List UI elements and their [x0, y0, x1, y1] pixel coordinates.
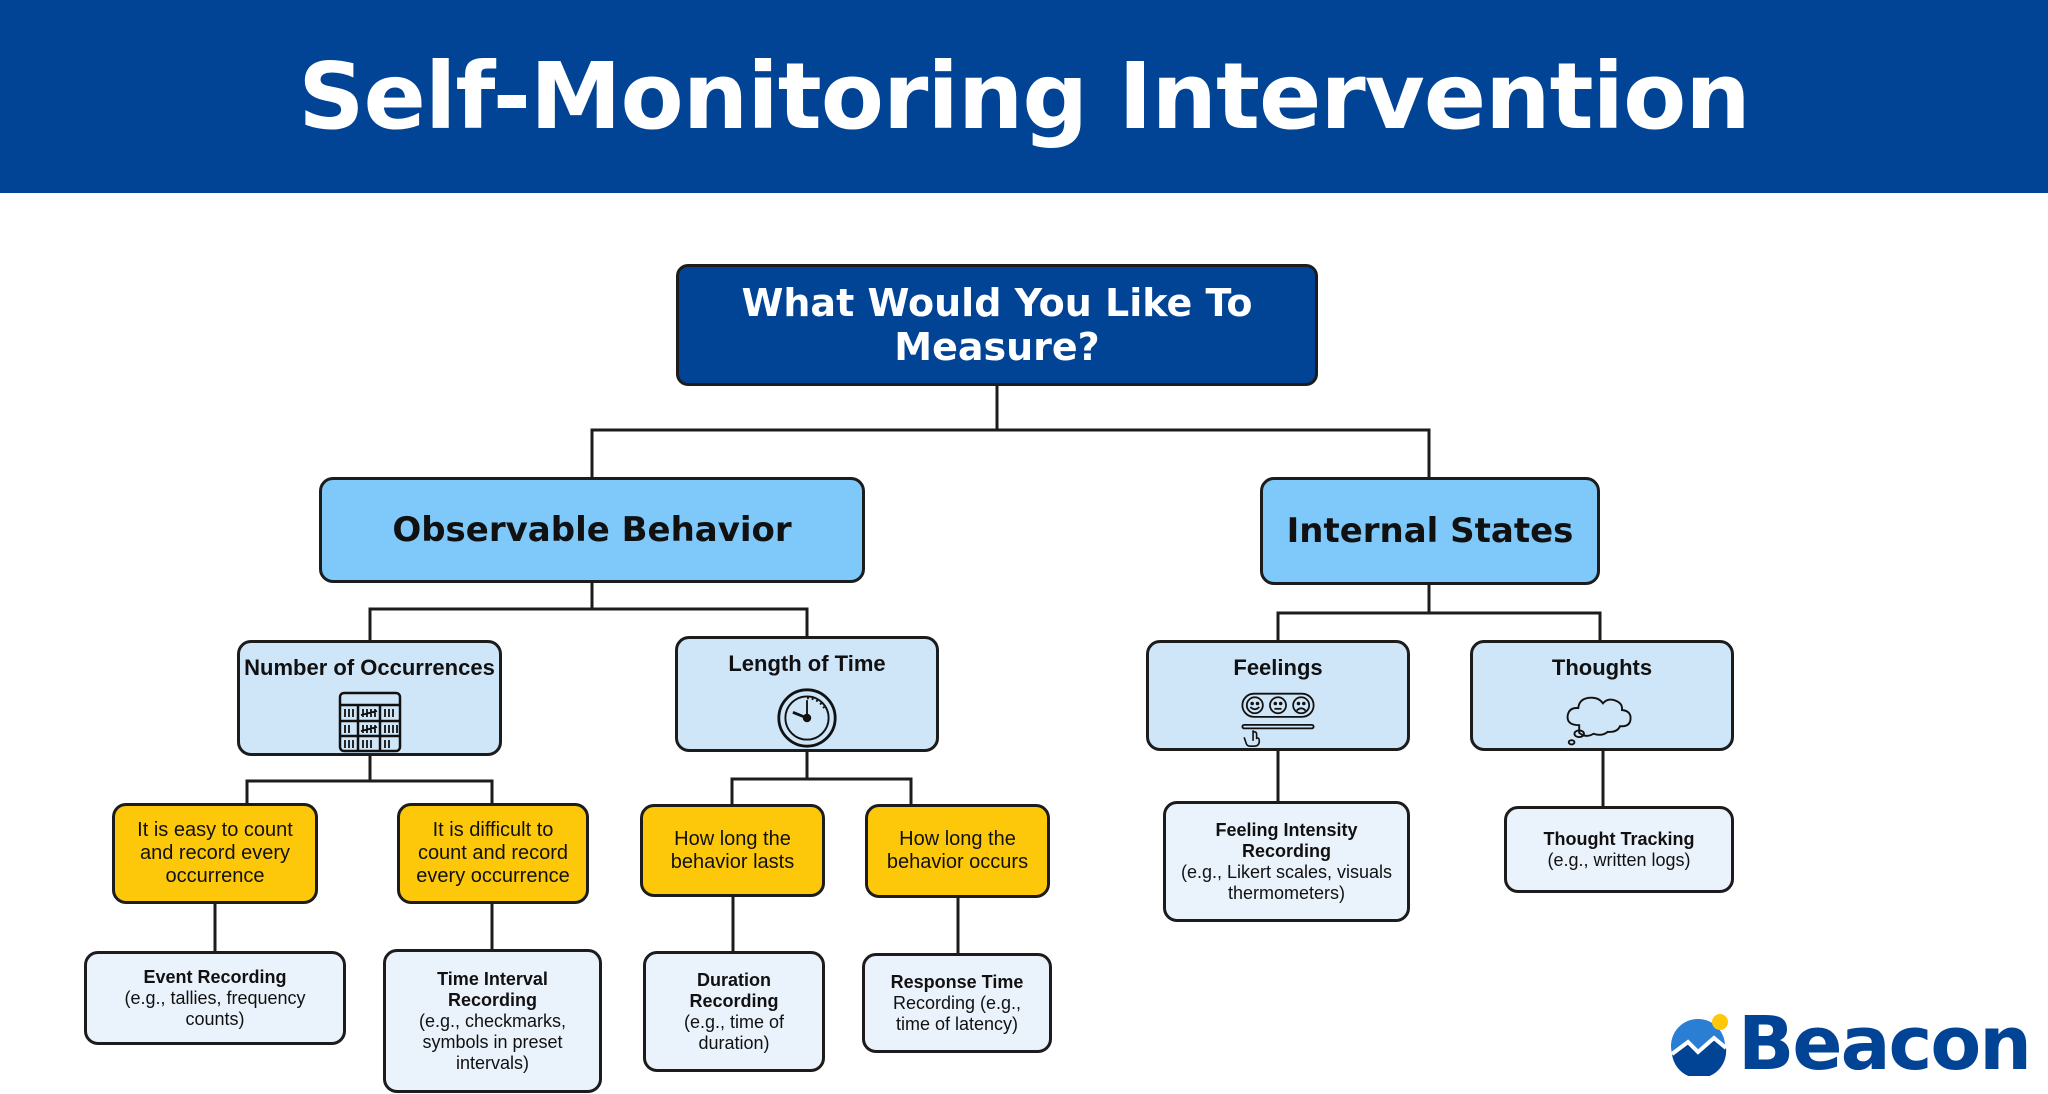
header-banner: Self-Monitoring Intervention — [0, 0, 2048, 193]
condition-label: How long the behavior lasts — [670, 827, 795, 873]
condition-easy-to-count: It is easy to count and record every occ… — [112, 803, 318, 904]
feelings-scale-icon — [1241, 692, 1315, 748]
root-question-label: What Would You Like To Measure? — [741, 281, 1253, 369]
category-label: Observable Behavior — [392, 510, 792, 550]
method-event-recording: Event Recording (e.g., tallies, frequenc… — [84, 951, 346, 1045]
method-detail: Recording (e.g., time of latency) — [892, 992, 1022, 1034]
method-response-time-recording: Response Time Recording (e.g., time of l… — [862, 953, 1052, 1053]
subcategory-feelings: Feelings — [1146, 640, 1410, 751]
method-time-interval-recording: Time Interval Recording (e.g., checkmark… — [383, 949, 602, 1093]
method-detail: (e.g., written logs) — [1547, 849, 1691, 870]
category-observable-behavior: Observable Behavior — [319, 477, 865, 583]
beacon-logo-icon — [1670, 1014, 1728, 1076]
method-title: Event Recording — [143, 966, 287, 987]
subcategory-length-of-time: Length of Time — [675, 636, 939, 752]
subcategory-label: Length of Time — [728, 651, 886, 676]
subcategory-label: Thoughts — [1551, 655, 1653, 680]
method-duration-recording: Duration Recording (e.g., time of durati… — [643, 951, 825, 1072]
thought-cloud-icon — [1566, 696, 1632, 746]
page-title: Self-Monitoring Intervention — [298, 43, 1751, 150]
category-internal-states: Internal States — [1260, 477, 1600, 585]
beacon-logo-text: Beacon — [1738, 1001, 2032, 1087]
condition-how-long-lasts: How long the behavior lasts — [640, 804, 825, 897]
method-title: Feeling Intensity Recording — [1215, 819, 1358, 861]
method-detail: (e.g., time of duration) — [683, 1011, 785, 1053]
subcategory-number-of-occurrences: Number of Occurrences — [237, 640, 502, 756]
method-title: Thought Tracking — [1543, 828, 1695, 849]
category-label: Internal States — [1286, 511, 1574, 551]
method-detail: (e.g., Likert scales, visuals thermomete… — [1180, 861, 1393, 903]
subcategory-label: Number of Occurrences — [244, 655, 495, 680]
stopwatch-icon — [777, 688, 837, 748]
subcategory-thoughts: Thoughts — [1470, 640, 1734, 751]
method-detail: (e.g., tallies, frequency counts) — [124, 987, 306, 1029]
method-detail: (e.g., checkmarks, symbols in preset int… — [418, 1010, 567, 1073]
method-thought-tracking: Thought Tracking (e.g., written logs) — [1504, 806, 1734, 893]
root-question: What Would You Like To Measure? — [676, 264, 1318, 386]
method-feeling-intensity-recording: Feeling Intensity Recording (e.g., Liker… — [1163, 801, 1410, 922]
tally-chart-icon — [338, 691, 401, 753]
beacon-logo: Beacon — [1668, 1001, 2032, 1087]
method-title: Time Interval Recording — [437, 968, 548, 1010]
condition-label: It is easy to count and record every occ… — [137, 819, 293, 887]
method-title: Response Time — [890, 971, 1024, 992]
condition-how-long-occurs: How long the behavior occurs — [865, 804, 1050, 898]
subcategory-label: Feelings — [1233, 655, 1323, 680]
method-title: Duration Recording — [689, 969, 779, 1011]
condition-label: How long the behavior occurs — [886, 828, 1029, 873]
condition-label: It is difficult to count and record ever… — [416, 819, 570, 887]
condition-difficult-to-count: It is difficult to count and record ever… — [397, 803, 589, 904]
